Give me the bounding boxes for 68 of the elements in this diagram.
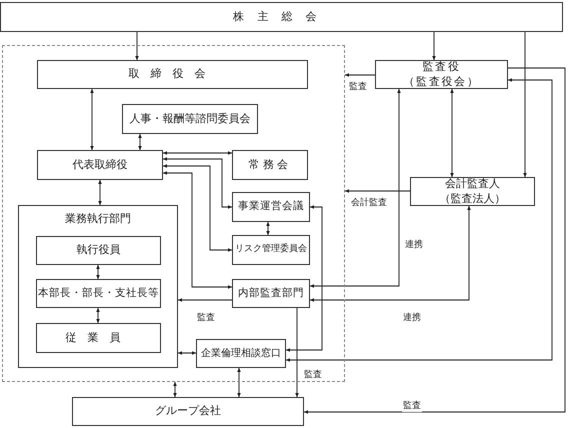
dashed-frame [2, 45, 345, 382]
org-box [37, 150, 163, 180]
connector-arrow [450, 88, 454, 178]
box-label: 監査役 [422, 60, 460, 74]
connector-arrow [310, 88, 401, 288]
org-box [196, 339, 286, 368]
org-box [122, 104, 258, 134]
box-label: 内部監査部門 [238, 286, 304, 300]
org-box [375, 60, 508, 89]
org-box [36, 236, 161, 265]
org-box [232, 192, 310, 222]
connector-arrow [162, 164, 232, 252]
connector-arrow [135, 32, 139, 60]
connector-arrow [98, 180, 102, 206]
connector-arrow [304, 68, 566, 414]
box-label: 取締役会 [128, 67, 216, 82]
edge-label: 監査 [196, 311, 216, 324]
connector-arrow [286, 205, 322, 352]
connector-arrow [344, 189, 410, 193]
connector-arrow [295, 308, 299, 398]
box-label: 従業員 [66, 330, 132, 346]
edge-label: 連携 [402, 311, 422, 324]
box-label: 事業運営会議 [238, 200, 304, 214]
connector-arrow [286, 78, 552, 362]
org-box [36, 279, 161, 308]
org-box [232, 150, 308, 180]
group-heading: 業務執行部門 [65, 212, 131, 226]
box-label: グループ会社 [155, 404, 221, 419]
org-box [410, 177, 535, 206]
edge-label: 監査 [402, 399, 422, 412]
box-label: 株主総会 [233, 10, 330, 24]
org-box [36, 323, 161, 353]
org-box [232, 279, 310, 308]
box-label: （監査役会） [404, 74, 480, 89]
connector-arrow [432, 32, 436, 60]
connector-arrow [138, 134, 142, 150]
edge-label: 監査 [348, 80, 368, 93]
org-box [37, 60, 308, 89]
group-box [18, 205, 178, 368]
connector-arrow [162, 151, 232, 155]
connector-arrow [237, 368, 241, 398]
connector-arrow [310, 206, 471, 302]
box-label: 企業倫理相談窓口 [201, 347, 281, 360]
box-label: 本部長・部長・支社長等 [38, 286, 159, 300]
connector-arrow [90, 88, 94, 150]
connector-arrow [96, 264, 100, 280]
connector-arrow [162, 171, 232, 289]
org-box [72, 397, 304, 426]
box-label: 人事・報酬等諮問委員会 [130, 112, 250, 126]
box-label: 会計監査人 [445, 177, 500, 192]
connector-arrow [344, 73, 376, 77]
connector-arrow [178, 351, 196, 355]
connector-arrow [178, 298, 232, 302]
connector-arrow [162, 157, 232, 209]
connector-arrow [266, 222, 270, 236]
box-label: リスク管理委員会 [235, 244, 307, 256]
box-label: 執行役員 [76, 243, 120, 258]
org-box [232, 235, 310, 265]
connector-arrow [96, 308, 100, 324]
box-label: 代表取締役 [72, 158, 128, 172]
box-label: （監査法人） [440, 192, 506, 206]
edge-label: 連携 [404, 238, 424, 251]
connector-arrow [523, 32, 527, 178]
org-box [0, 2, 563, 32]
box-label: 常務会 [248, 158, 292, 172]
connector-arrow [173, 382, 177, 398]
edge-label: 会計監査 [350, 196, 388, 209]
edge-label: 監査 [303, 368, 323, 381]
